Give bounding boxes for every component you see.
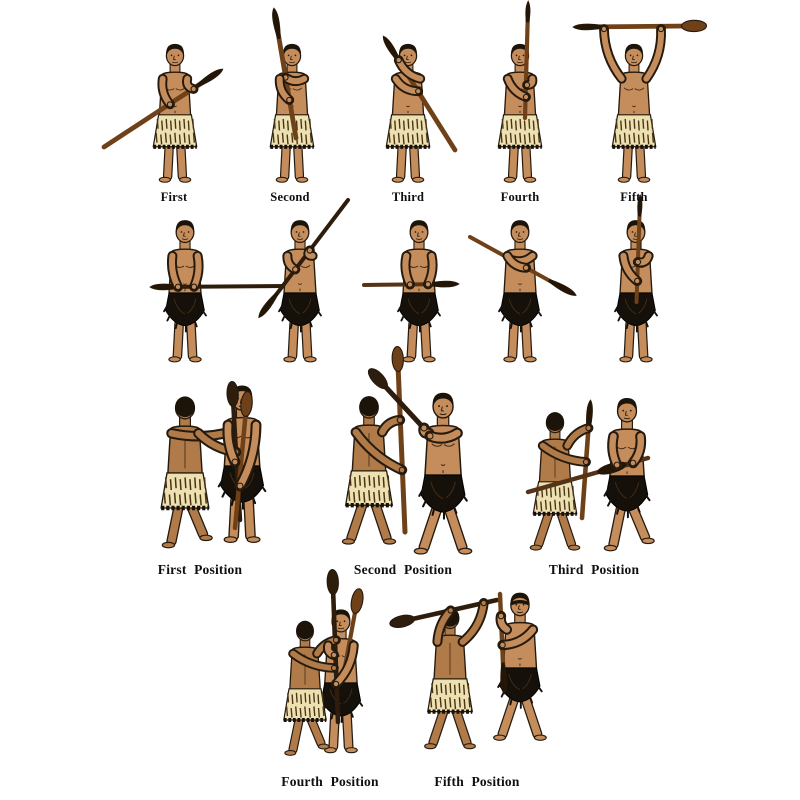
club-staff <box>391 345 408 535</box>
pair-second-position-warrior-1 <box>413 392 473 555</box>
figure-row2-5 <box>614 194 658 363</box>
pair-fourth-position <box>283 568 364 756</box>
figure-row2-3 <box>362 220 460 363</box>
label-fifth: Fifth <box>620 190 648 204</box>
pair-first-position-warrior-2 <box>160 396 213 549</box>
pair-second-position <box>341 345 473 555</box>
figure-row2-1 <box>149 220 289 363</box>
label-fifth-position: Fifth Position <box>434 774 520 789</box>
figure-row2-4 <box>468 220 577 363</box>
figure-row2-4-warrior-1 <box>498 220 542 363</box>
label-second: Second <box>270 190 310 204</box>
pair-fifth-position <box>389 591 547 750</box>
figure-row2-1-warrior-1 <box>163 220 207 363</box>
pair-second-position-warrior-2 <box>341 396 397 545</box>
label-second-position: Second Position <box>353 562 453 577</box>
label-third-position: Third Position <box>548 562 640 577</box>
figure-row1-fourth <box>497 0 543 183</box>
label-fourth-position: Fourth Position <box>281 774 379 789</box>
pair-third-position-warrior-1 <box>603 398 655 552</box>
label-first-position: First Position <box>157 562 243 577</box>
pair-fifth-position-warrior-2 <box>424 607 476 750</box>
label-fourth: Fourth <box>500 190 540 204</box>
taiaha-staff <box>572 19 708 33</box>
figure-row1-fourth-warrior-1 <box>497 43 543 183</box>
figure-row1-fifth <box>572 19 708 183</box>
pair-fifth-position-warrior-1 <box>493 592 547 741</box>
club-staff <box>232 391 253 531</box>
figure-row1-third-warrior-1 <box>385 43 431 183</box>
figure-row1-fifth-warrior-1 <box>611 43 657 183</box>
figure-row2-3-warrior-1 <box>397 220 441 363</box>
weapon-staff <box>149 283 289 291</box>
pair-first-position <box>160 380 267 549</box>
figure-row2-2 <box>258 198 350 363</box>
label-third: Third <box>391 190 425 204</box>
figure-row1-first <box>101 43 224 183</box>
figure-row1-second <box>269 7 315 183</box>
label-first: First <box>160 190 188 204</box>
figure-row1-third <box>382 35 458 183</box>
pair-third-position <box>525 398 655 552</box>
